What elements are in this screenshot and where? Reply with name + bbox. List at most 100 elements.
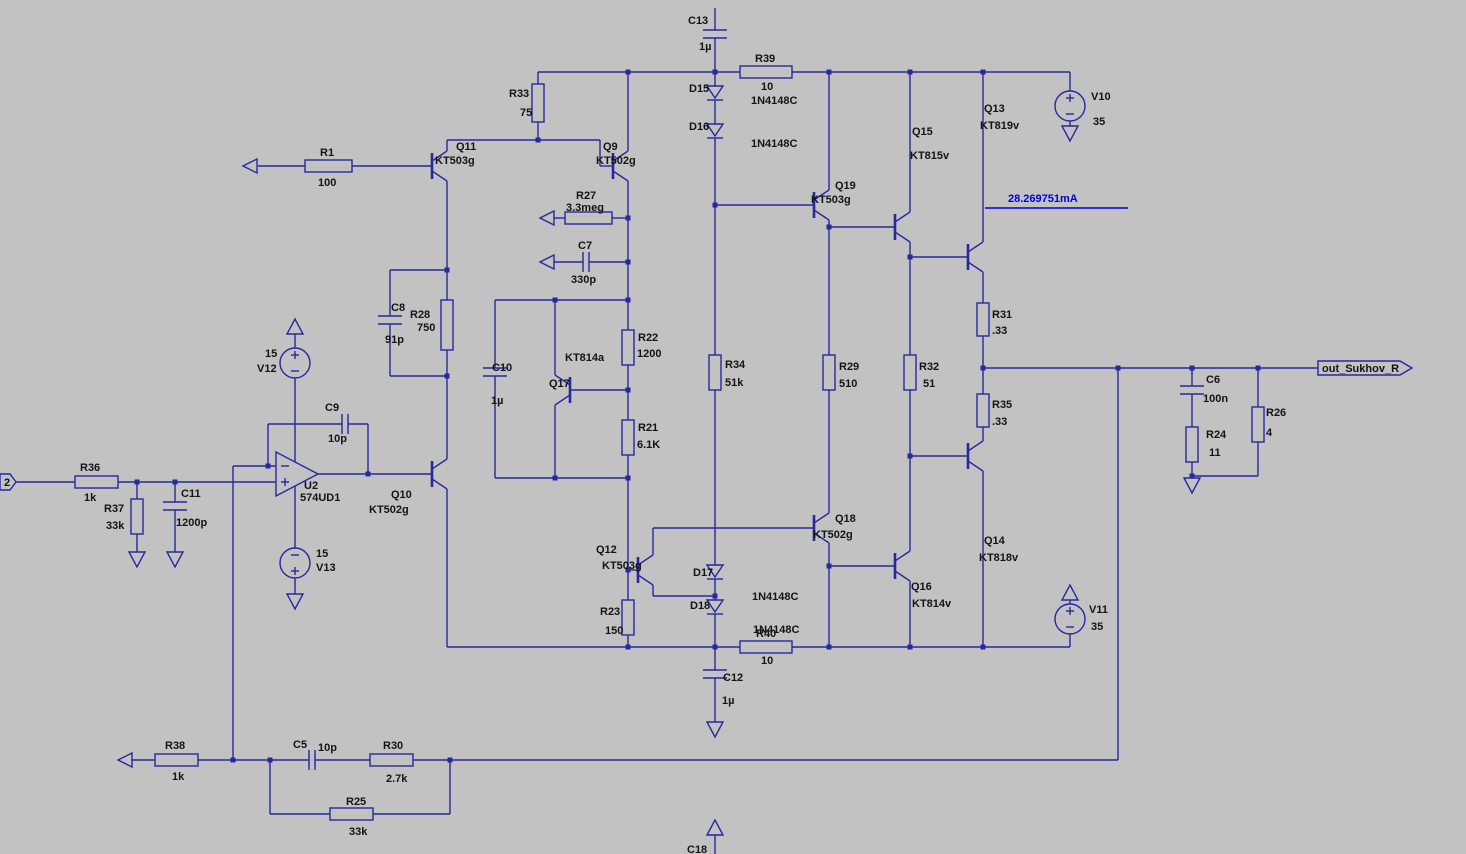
power-c18[interactable] xyxy=(705,818,725,836)
D15-ref: D15 xyxy=(689,83,709,95)
junction-dot xyxy=(712,644,718,650)
ground-v10[interactable] xyxy=(1060,125,1080,143)
R30-ref: R30 xyxy=(383,740,403,752)
V13-source[interactable] xyxy=(279,547,311,579)
junction-dot xyxy=(980,365,986,371)
ground-v13[interactable] xyxy=(285,593,305,611)
net-arrow-r1[interactable] xyxy=(241,157,258,175)
D18-ref: D18 xyxy=(690,600,710,612)
R33-ref: R33 xyxy=(509,88,529,100)
R37-body[interactable] xyxy=(130,498,144,535)
R25-value: 33k xyxy=(349,826,368,838)
D15-diode[interactable] xyxy=(705,85,725,100)
ground-c11[interactable] xyxy=(165,551,185,569)
wire xyxy=(431,478,448,490)
D17-type: 1N4148C xyxy=(752,591,799,603)
junction-dot xyxy=(444,267,450,273)
input-port-flag[interactable] xyxy=(0,473,17,491)
R1-body[interactable] xyxy=(304,159,353,173)
wire xyxy=(894,231,911,243)
ground-out[interactable] xyxy=(1182,477,1202,495)
input-port-label: 2 xyxy=(4,477,10,489)
R31-value: .33 xyxy=(992,325,1007,337)
R24-body[interactable] xyxy=(1185,426,1199,463)
R35-ref: R35 xyxy=(992,399,1012,411)
junction-dot xyxy=(980,69,986,75)
junction-dot xyxy=(1115,365,1121,371)
Q19-ref: Q19 xyxy=(835,180,856,192)
R28-body[interactable] xyxy=(440,299,454,351)
C13-ref: C13 xyxy=(688,15,708,27)
net-arrow-r38[interactable] xyxy=(116,751,133,769)
junction-dot xyxy=(230,757,236,763)
junction-dot xyxy=(1255,365,1261,371)
D17-diode[interactable] xyxy=(705,564,725,579)
C18-ref: C18 xyxy=(687,844,707,854)
junction-dot xyxy=(625,69,631,75)
R21-body[interactable] xyxy=(621,419,635,456)
R30-value: 2.7k xyxy=(386,773,408,785)
wire xyxy=(894,550,911,562)
R26-ref: R26 xyxy=(1266,407,1286,419)
V12-source[interactable] xyxy=(279,347,311,379)
C9-ref: C9 xyxy=(325,402,339,414)
U2-type: 574UD1 xyxy=(300,492,340,504)
R40-body[interactable] xyxy=(739,640,793,654)
C6-ref: C6 xyxy=(1206,374,1220,386)
U2-ref: U2 xyxy=(304,480,318,492)
R25-body[interactable] xyxy=(329,807,374,821)
junction-dot xyxy=(265,463,271,469)
R26-body[interactable] xyxy=(1251,406,1265,443)
V13-value: 15 xyxy=(316,548,328,560)
output-net-flag[interactable] xyxy=(1317,360,1414,376)
C8-value: 91p xyxy=(385,334,404,346)
D16-type: 1N4148C xyxy=(751,138,798,150)
R36-body[interactable] xyxy=(74,475,119,489)
Q14-type: KT818v xyxy=(979,552,1019,564)
R1-ref: R1 xyxy=(320,147,334,159)
R39-body[interactable] xyxy=(739,65,793,79)
C5-value: 10p xyxy=(318,742,337,754)
R27-body[interactable] xyxy=(564,211,613,225)
R36-value: 1k xyxy=(84,492,97,504)
power-v11[interactable] xyxy=(1060,583,1080,601)
junction-dot xyxy=(625,644,631,650)
R30-body[interactable] xyxy=(369,753,414,767)
D18-diode[interactable] xyxy=(705,599,725,614)
opamp-triangle[interactable] xyxy=(275,450,320,498)
net-arrow-c7[interactable] xyxy=(538,253,555,271)
junction-dot xyxy=(625,297,631,303)
junction-dot xyxy=(447,757,453,763)
R35-body[interactable] xyxy=(976,393,990,428)
junction-dot xyxy=(826,69,832,75)
R29-body[interactable] xyxy=(822,354,836,391)
junction-dot xyxy=(907,644,913,650)
net-arrow-r27[interactable] xyxy=(538,209,555,227)
R34-body[interactable] xyxy=(708,354,722,391)
junction-dot xyxy=(826,644,832,650)
D17-ref: D17 xyxy=(693,567,713,579)
wire xyxy=(967,261,984,273)
V11-source[interactable] xyxy=(1054,603,1086,635)
R32-body[interactable] xyxy=(903,354,917,391)
wire xyxy=(813,532,830,544)
R21-ref: R21 xyxy=(638,422,658,434)
R22-body[interactable] xyxy=(621,329,635,366)
V11-value: 35 xyxy=(1091,621,1103,633)
R38-body[interactable] xyxy=(154,753,199,767)
V11-ref: V11 xyxy=(1089,604,1108,616)
C12-value: 1µ xyxy=(722,695,734,707)
V10-source[interactable] xyxy=(1054,90,1086,122)
D16-diode[interactable] xyxy=(705,123,725,138)
R33-body[interactable] xyxy=(531,83,545,123)
power-v12[interactable] xyxy=(285,317,305,335)
R23-body[interactable] xyxy=(621,599,635,636)
R39-ref: R39 xyxy=(755,53,775,65)
junction-dot xyxy=(1189,365,1195,371)
R31-body[interactable] xyxy=(976,302,990,337)
ground-c12[interactable] xyxy=(705,721,725,739)
junction-dot xyxy=(267,757,273,763)
ground-r37[interactable] xyxy=(127,551,147,569)
wire xyxy=(894,570,911,582)
